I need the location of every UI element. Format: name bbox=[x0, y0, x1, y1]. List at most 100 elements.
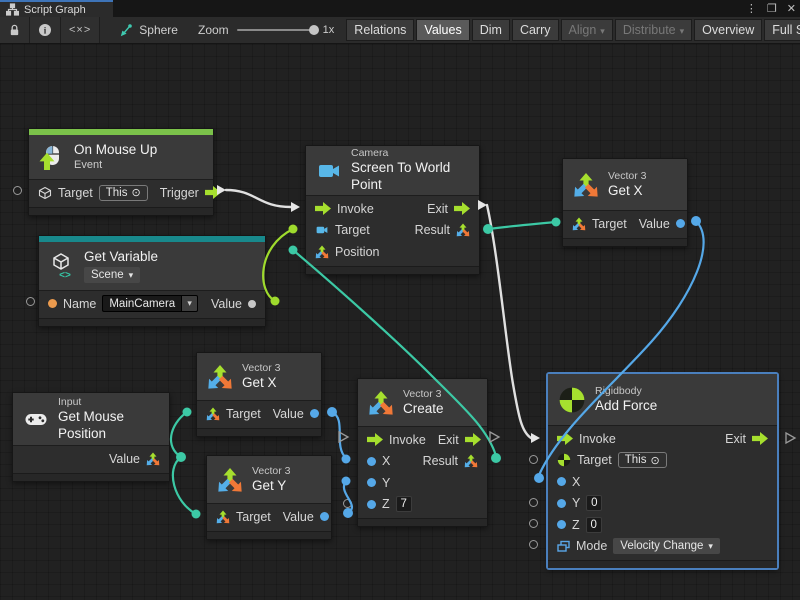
lock-button[interactable] bbox=[0, 17, 30, 43]
port-getxmid-target-in[interactable] bbox=[182, 407, 192, 417]
zoom-slider[interactable] bbox=[236, 25, 319, 35]
node-add-force[interactable]: Rigidbody Add Force Invoke Exit Target T… bbox=[547, 373, 778, 569]
float-port-dot[interactable] bbox=[557, 520, 566, 530]
node-get-x-top[interactable]: Vector 3 Get X Target Value bbox=[562, 158, 688, 247]
chevron-down-icon: ▾ bbox=[679, 25, 685, 36]
port-variable-value-out[interactable] bbox=[270, 296, 280, 306]
chevron-down-icon: ▾ bbox=[128, 269, 134, 280]
wire-gety-to-create-y bbox=[342, 479, 353, 515]
node-footer bbox=[207, 530, 331, 539]
port-label-invoke: Invoke bbox=[337, 201, 374, 216]
float-port-dot[interactable] bbox=[557, 477, 566, 487]
target-this-selector[interactable]: This ⊙ bbox=[98, 184, 148, 201]
node-get-y[interactable]: Vector 3 Get Y Target Value bbox=[206, 455, 332, 540]
node-title: On Mouse Up bbox=[74, 141, 158, 157]
node-footer bbox=[29, 206, 213, 215]
flow-arrow-icon bbox=[557, 432, 573, 446]
info-button[interactable]: i bbox=[30, 17, 61, 43]
node-get-x-mid[interactable]: Vector 3 Get X Target Value bbox=[196, 352, 322, 437]
tab-script-graph[interactable]: Script Graph bbox=[0, 0, 113, 17]
toggle-relations[interactable]: Relations bbox=[346, 19, 415, 41]
port-camera-result-out[interactable] bbox=[483, 224, 493, 234]
port-create-result-out[interactable] bbox=[491, 453, 501, 463]
variable-scope-dropdown[interactable]: Scene ▾ bbox=[84, 267, 141, 284]
float-port-dot[interactable] bbox=[309, 409, 319, 419]
z-value-field[interactable]: 7 bbox=[395, 496, 412, 513]
port-getxtop-target-in[interactable] bbox=[551, 217, 561, 227]
node-category: Rigidbody bbox=[595, 384, 642, 397]
force-mode-dropdown[interactable]: Velocity Change ▾ bbox=[613, 538, 720, 555]
target-this-selector[interactable]: This ⊙ bbox=[617, 452, 667, 469]
port-gety-target-in[interactable] bbox=[191, 509, 201, 519]
float-port-dot[interactable] bbox=[367, 456, 376, 466]
port-camera-target-in[interactable] bbox=[288, 224, 298, 234]
port-addforce-invoke-arrow[interactable] bbox=[531, 433, 540, 443]
toggle-dim[interactable]: Dim bbox=[471, 19, 510, 41]
vector3-icon bbox=[217, 467, 243, 493]
port-getvariable-name-in[interactable] bbox=[26, 297, 35, 306]
chevron-down-icon: ▾ bbox=[600, 25, 605, 36]
node-on-mouse-up[interactable]: On Mouse Up Event Target This ⊙ bbox=[28, 128, 221, 216]
port-addforce-mode-in[interactable] bbox=[529, 540, 538, 549]
toggle-values[interactable]: Values bbox=[416, 19, 470, 41]
node-screen-to-world-point[interactable]: Camera Screen To World Point Invoke Exit… bbox=[305, 145, 480, 275]
port-create-x-in[interactable] bbox=[341, 454, 351, 464]
float-port-dot[interactable] bbox=[675, 219, 685, 229]
button-overview[interactable]: Overview bbox=[694, 19, 763, 41]
graph-owner[interactable]: Sphere bbox=[100, 17, 188, 43]
string-port-dot[interactable] bbox=[48, 299, 57, 309]
port-getxtop-value-out[interactable] bbox=[691, 216, 701, 226]
node-category: Input bbox=[58, 395, 82, 408]
port-camera-position-in[interactable] bbox=[288, 245, 298, 255]
menu-kebab-icon[interactable]: ⋮ bbox=[745, 3, 757, 15]
float-port-dot[interactable] bbox=[557, 498, 566, 508]
port-label-exit: Exit bbox=[725, 431, 746, 446]
port-label-trigger: Trigger bbox=[159, 185, 199, 200]
port-addforce-y-in[interactable] bbox=[529, 498, 538, 507]
node-footer bbox=[548, 560, 777, 568]
graph-toolbar: i <×> Sphere Zoom 1x Relations bbox=[0, 17, 800, 44]
port-getxmid-value-out[interactable] bbox=[327, 407, 337, 417]
port-create-z-in[interactable] bbox=[343, 499, 352, 508]
toggle-carry[interactable]: Carry bbox=[511, 19, 559, 41]
port-create-invoke-empty[interactable] bbox=[338, 430, 350, 444]
flow-arrow-icon bbox=[315, 202, 331, 216]
float-port-dot[interactable] bbox=[367, 499, 376, 509]
variable-icon: <> bbox=[49, 253, 75, 279]
port-addforce-target-in[interactable] bbox=[529, 455, 538, 464]
port-mousepos-value-out[interactable] bbox=[176, 452, 186, 462]
z-value-field[interactable]: 0 bbox=[585, 516, 602, 533]
port-addforce-exit-empty[interactable] bbox=[785, 431, 797, 445]
svg-text:<>: <> bbox=[59, 270, 71, 279]
port-label-invoke: Invoke bbox=[389, 432, 426, 447]
graph-canvas[interactable]: On Mouse Up Event Target This ⊙ bbox=[0, 44, 800, 600]
float-port-dot[interactable] bbox=[319, 512, 329, 522]
port-addforce-z-in[interactable] bbox=[529, 519, 538, 528]
port-camera-invoke-arrow[interactable] bbox=[291, 202, 300, 212]
code-view-toggle[interactable]: <×> bbox=[61, 17, 101, 43]
zoom-slider-handle[interactable] bbox=[308, 25, 319, 35]
object-port-dot[interactable] bbox=[248, 299, 256, 308]
maximize-icon[interactable]: ❐ bbox=[766, 3, 777, 15]
flow-arrow-icon bbox=[367, 433, 383, 447]
node-vector3-create[interactable]: Vector 3 Create Invoke Exit X Result bbox=[357, 378, 488, 527]
button-full-screen[interactable]: Full Screen bbox=[764, 19, 800, 41]
port-create-exit-empty[interactable] bbox=[489, 430, 501, 444]
port-onmouseup-target-in[interactable] bbox=[13, 186, 22, 195]
close-icon[interactable]: ✕ bbox=[786, 3, 796, 15]
menu-distribute[interactable]: Distribute▾ bbox=[614, 19, 693, 41]
vector3-icon bbox=[573, 172, 599, 198]
float-port-dot[interactable] bbox=[367, 478, 376, 488]
port-create-y-in[interactable] bbox=[341, 476, 351, 486]
node-get-variable[interactable]: <> Get Variable Scene ▾ Name MainCamera bbox=[38, 235, 266, 327]
port-gety-value-out[interactable] bbox=[343, 508, 353, 518]
y-value-field[interactable]: 0 bbox=[586, 495, 603, 512]
variable-name-combo[interactable]: MainCamera ▾ bbox=[102, 295, 199, 313]
menu-align[interactable]: Align▾ bbox=[560, 19, 613, 41]
node-category: Vector 3 bbox=[242, 361, 281, 374]
node-get-mouse-position[interactable]: Input Get Mouse Position Value bbox=[12, 392, 170, 482]
port-addforce-x-in[interactable] bbox=[534, 473, 544, 483]
node-category: Vector 3 bbox=[608, 169, 647, 182]
vector3-icon bbox=[207, 364, 233, 390]
